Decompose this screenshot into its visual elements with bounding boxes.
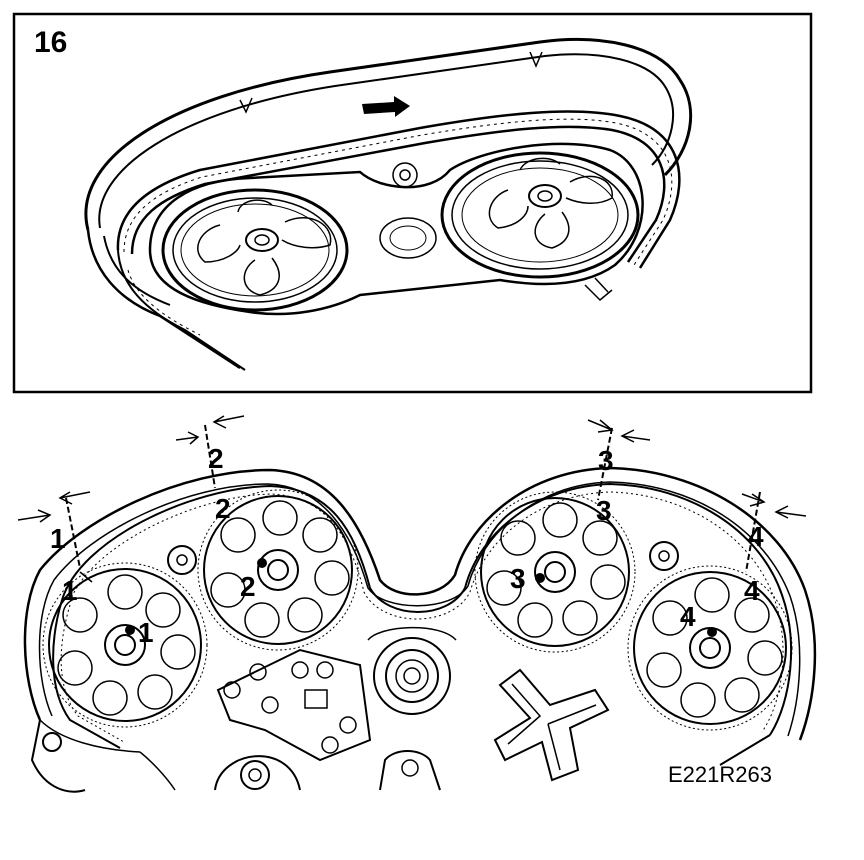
pulley-3 [474, 491, 636, 653]
central-tensioner [367, 626, 457, 715]
right-cam-pulley [440, 151, 640, 279]
mark-1-group: 1 1 1 [17, 491, 154, 648]
bracket-plate [216, 648, 372, 762]
lower-pulley [214, 755, 301, 791]
mark-2-group: 2 2 2 [175, 415, 256, 602]
timing-dot-4 [707, 627, 717, 637]
label-4-pulley: 4 [680, 601, 696, 632]
panel-frame [12, 12, 813, 394]
bottom-drawing: 1 1 1 2 2 2 3 3 3 4 4 4 [17, 415, 817, 793]
cross-bracket [493, 668, 610, 782]
pulley-4 [627, 565, 793, 731]
belt-cover [84, 38, 693, 370]
lower-center-part [379, 750, 441, 791]
cam-housing [148, 142, 644, 316]
label-2-pulley: 2 [240, 571, 256, 602]
mark-4-group: 4 4 4 [680, 491, 807, 632]
label-4-belt: 4 [744, 575, 760, 606]
panel-number: 16 [34, 26, 67, 59]
label-4-top: 4 [748, 521, 764, 552]
idler-right [649, 541, 679, 571]
left-cam-pulley [161, 188, 349, 312]
timing-belt-bottom [52, 482, 793, 766]
figure-code: E221R263 [668, 762, 772, 787]
label-1-top: 1 [50, 523, 66, 554]
label-3-pulley: 3 [510, 563, 526, 594]
pulley-2 [197, 489, 359, 651]
rotation-arrow [362, 96, 410, 117]
timing-belt-top [116, 110, 681, 371]
label-3-belt: 3 [596, 495, 612, 526]
pulley-1 [42, 562, 208, 728]
label-3-top: 3 [598, 445, 614, 476]
idler-left [167, 545, 197, 575]
label-1-belt: 1 [62, 575, 78, 606]
timing-dot-1 [125, 625, 135, 635]
timing-dot-3 [535, 573, 545, 583]
mark-3-group: 3 3 3 [510, 419, 651, 594]
timing-dot-2 [257, 558, 267, 568]
label-1-pulley: 1 [138, 617, 154, 648]
label-2-belt: 2 [215, 493, 231, 524]
label-2-top: 2 [208, 443, 224, 474]
top-panel: 16 [12, 12, 813, 394]
